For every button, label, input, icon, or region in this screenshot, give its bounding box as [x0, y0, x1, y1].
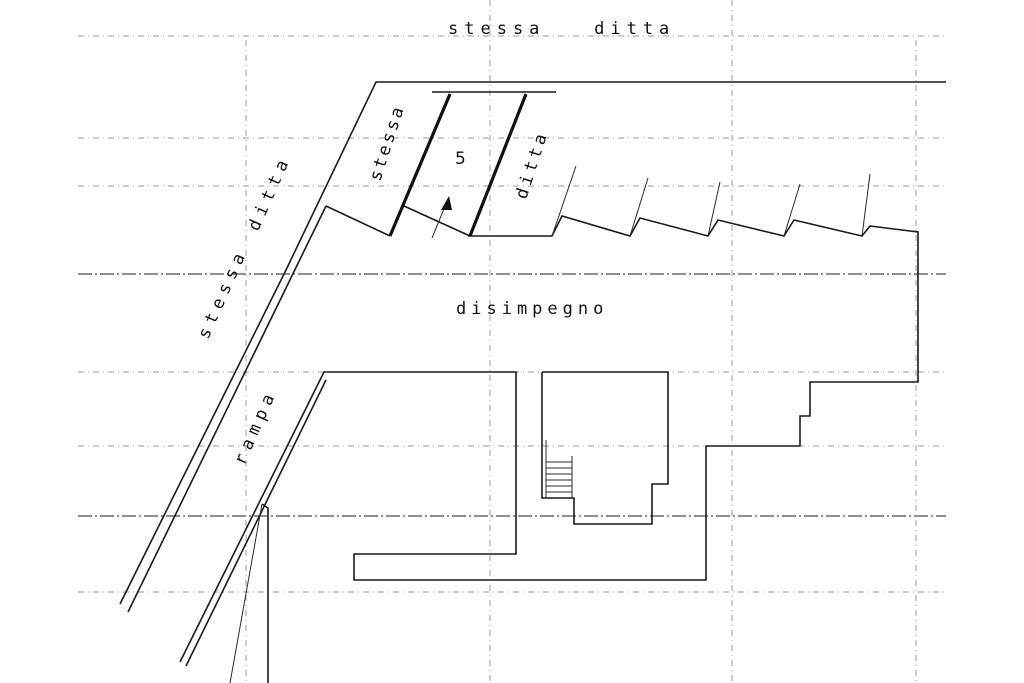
- stairs-icon: [546, 456, 573, 498]
- label-box-ditta: ditta: [512, 128, 553, 202]
- building-walls: [119, 81, 946, 683]
- label-left-ditta: ditta: [244, 152, 295, 234]
- parking-unit-5: [388, 91, 556, 237]
- arrow-up-icon: [431, 196, 452, 239]
- label-ramp: rampa: [230, 386, 281, 468]
- label-left-stessa: stessa: [194, 245, 252, 342]
- stair-core: [541, 371, 669, 525]
- label-corridor: disimpegno: [456, 299, 608, 319]
- label-unit-number: 5: [455, 149, 466, 169]
- label-box-stessa: stessa: [366, 102, 410, 184]
- label-top-neighbor: stessa ditta: [448, 19, 675, 39]
- reference-grid: [78, 0, 946, 683]
